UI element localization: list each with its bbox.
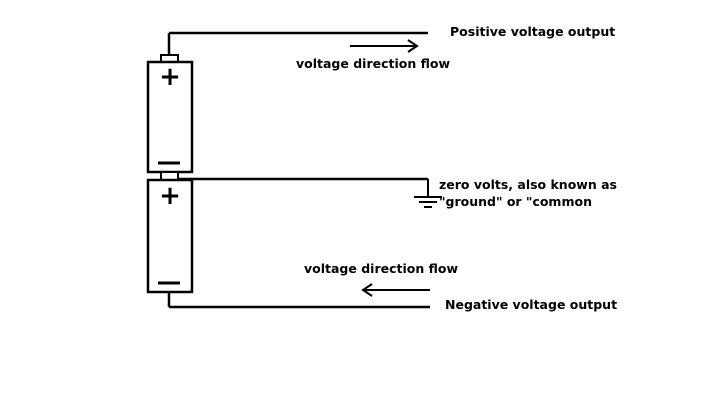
ground-label-line1: zero volts, also known as xyxy=(439,177,617,192)
positive-output-label: Positive voltage output xyxy=(450,24,615,39)
positive-output-wire xyxy=(167,31,428,55)
battery-top: + xyxy=(146,54,194,174)
ground-symbol-icon xyxy=(414,196,442,208)
negative-output-wire xyxy=(167,292,430,309)
ground-label-line2: "ground" or "common xyxy=(439,194,592,209)
arrow-right-icon xyxy=(350,39,419,53)
battery-top-plus: + xyxy=(159,62,181,92)
battery-bottom-plus: + xyxy=(159,181,181,211)
battery-bottom: + xyxy=(146,178,194,294)
direction-flow-bottom-label: voltage direction flow xyxy=(304,261,458,276)
arrow-left-icon xyxy=(361,283,430,297)
direction-flow-top-label: voltage direction flow xyxy=(296,56,450,71)
negative-output-label: Negative voltage output xyxy=(445,297,617,312)
ground-wire xyxy=(178,177,429,197)
